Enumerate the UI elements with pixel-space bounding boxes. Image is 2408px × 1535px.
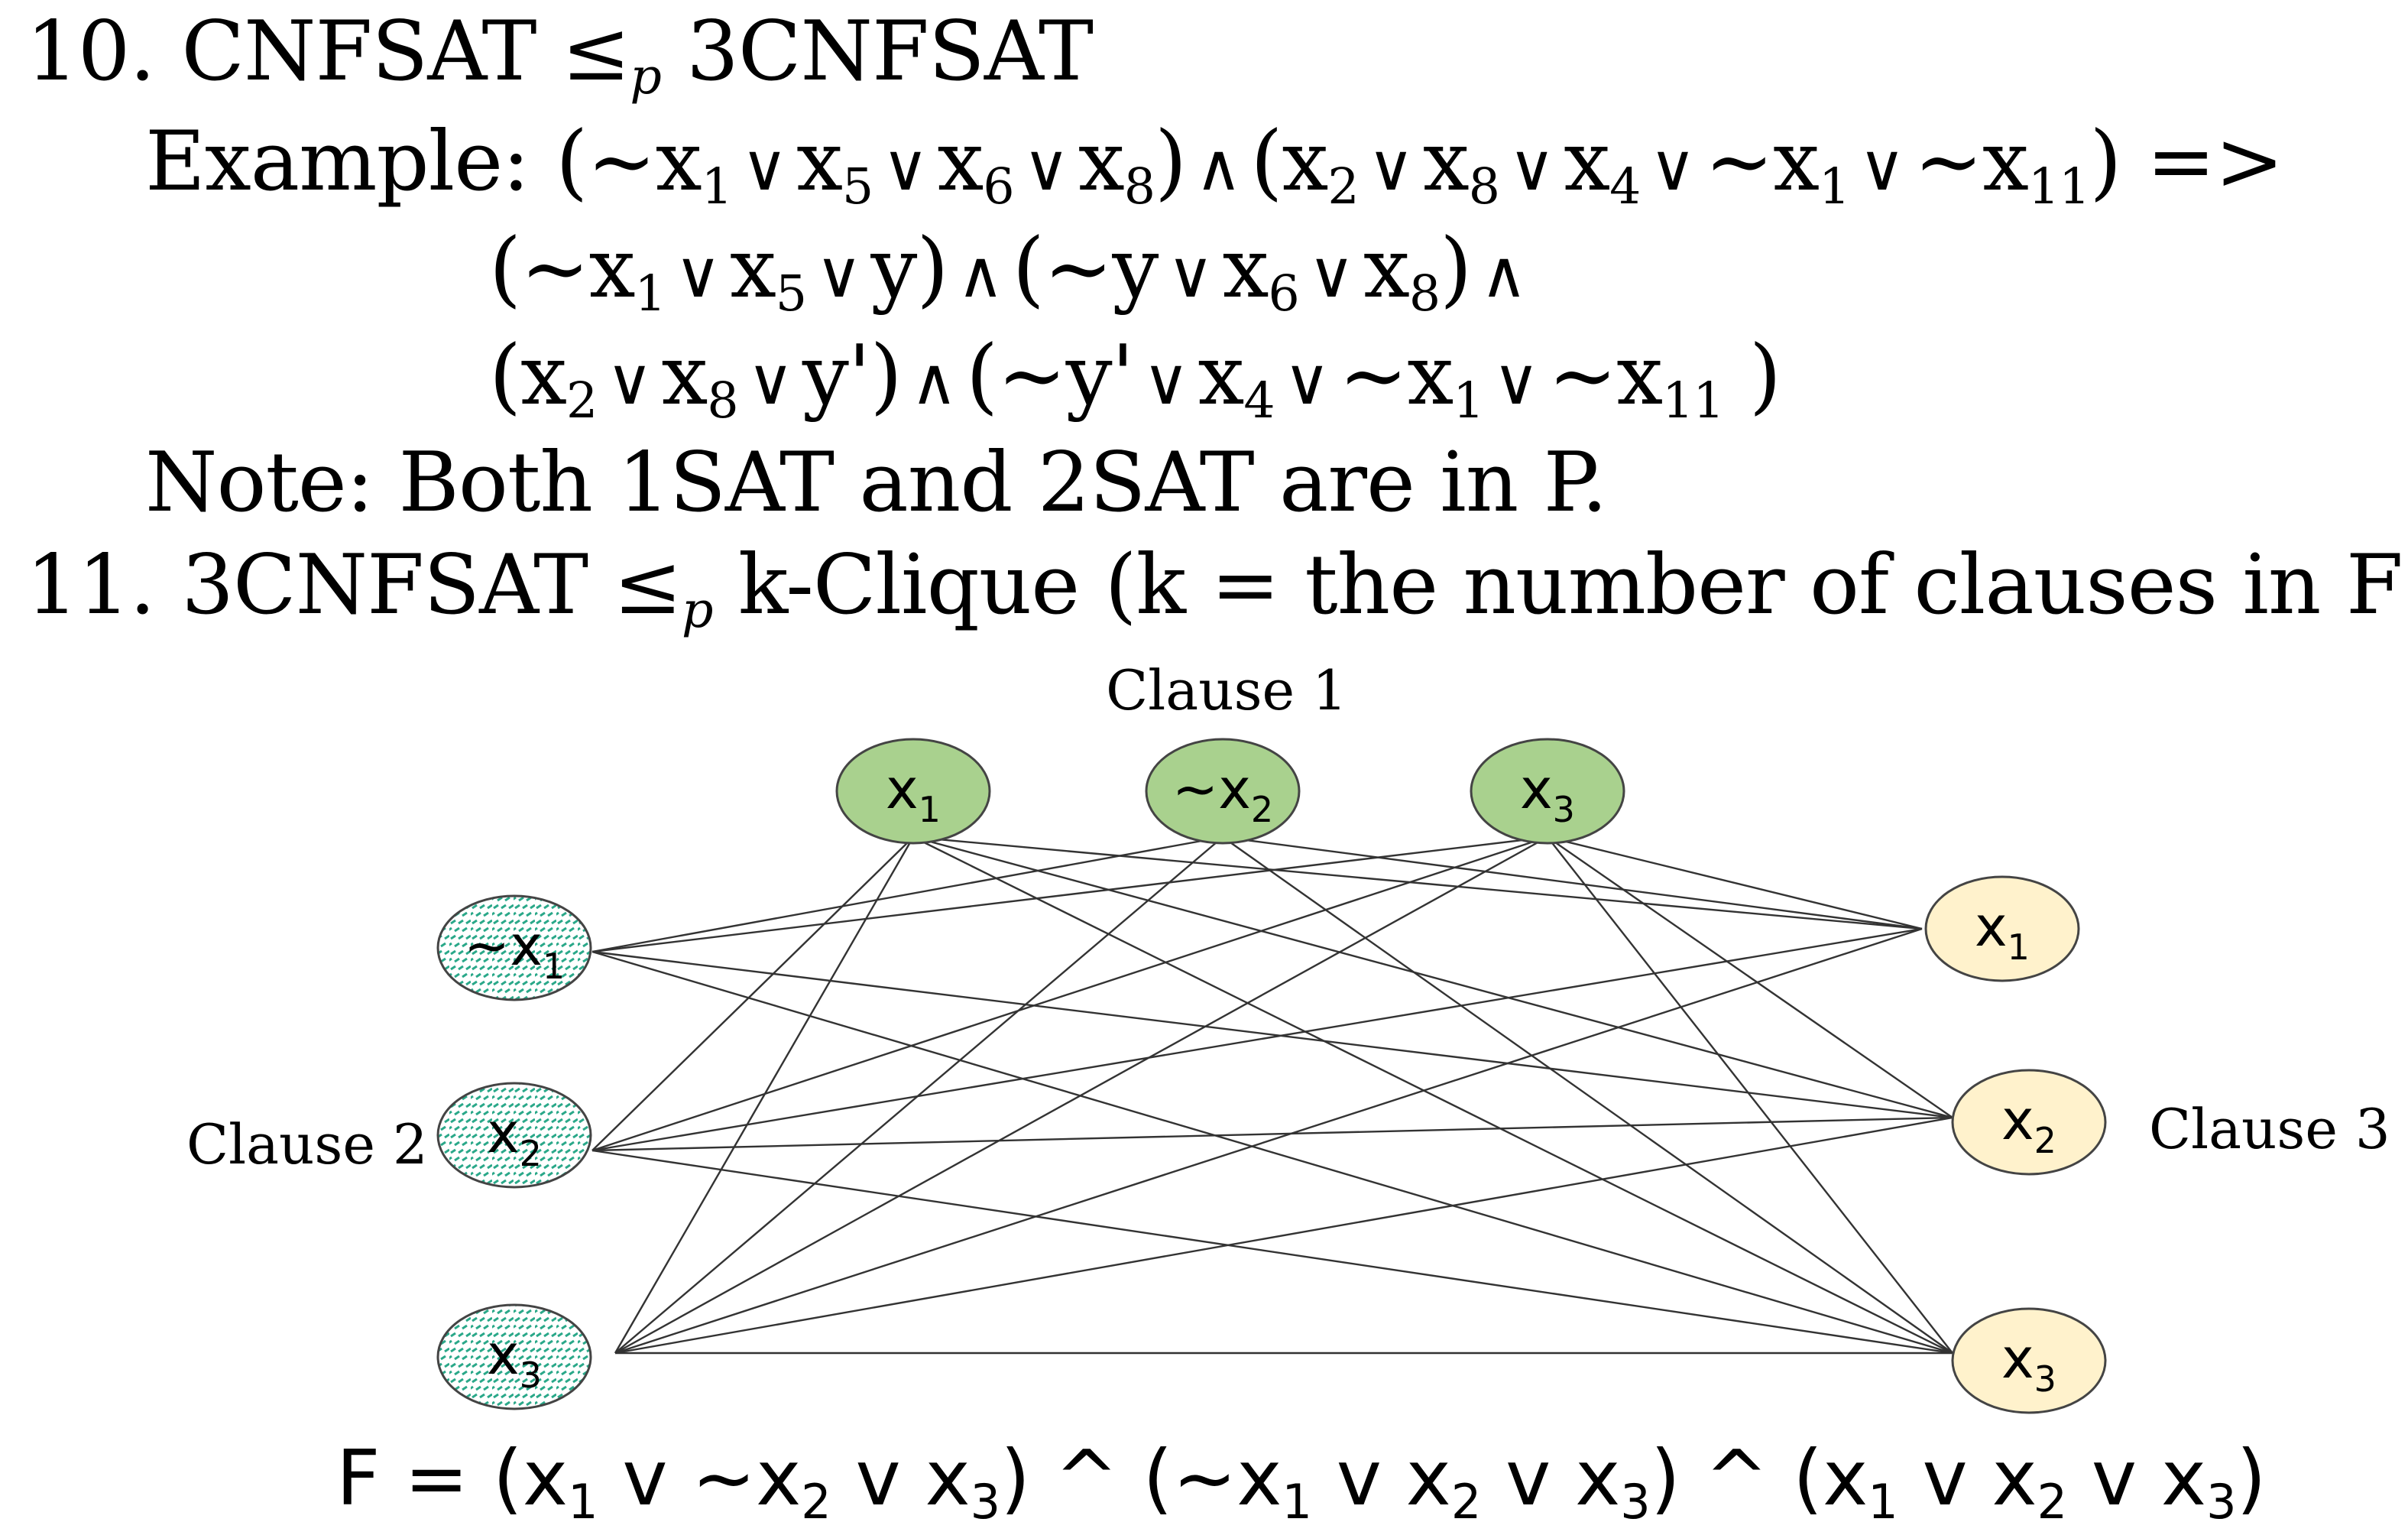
example-formula-original: (~x1∨x5∨x6∨x8)∧(x2∨x8∨x4∨~x1∨~x11) =>: [556, 114, 2284, 216]
node-label: x1: [886, 757, 941, 830]
graph-nodes: x1 ~x2 x3 ~x1 x2 x3 x1 x2 x3: [436, 738, 2107, 1414]
formula-f: F = (x1 v ~x2 v x3) ^ (~x1 v x2 v x3) ^ …: [336, 1433, 2267, 1530]
example-line-1: Example:(~x1∨x5∨x6∨x8)∧(x2∨x8∨x4∨~x1∨~x1…: [145, 121, 2284, 213]
item-11-heading: 11.3CNFSAT ≤p k-Clique (k = the number o…: [26, 544, 2408, 636]
node-label: ~x1: [464, 914, 565, 987]
note-line: Note: Both 1SAT and 2SAT are in P.: [145, 435, 1608, 531]
example-converted-clauses-1: (~x1∨x5∨y)∧(~y∨x6∨x8)∧: [489, 221, 1528, 323]
node-c2-x2: x2: [436, 1082, 592, 1189]
node-ellipse: [436, 1082, 592, 1189]
node-c2-nx1: ~x1: [436, 894, 592, 1001]
edge-c1-x3-c2-x3: [614, 836, 1548, 1355]
edge-c1-x3-c2-nx1: [591, 836, 1548, 953]
node-label: x2: [2001, 1088, 2056, 1161]
edge-c1-x3-c2-x2: [591, 836, 1548, 1152]
edge-c1-x1-c2-x3: [614, 836, 915, 1354]
node-ellipse: [436, 1303, 592, 1410]
clause-1-label: Clause 1: [1106, 658, 1347, 722]
edge-c2-x3-c3-x2: [614, 1116, 1953, 1355]
node-label: ~x2: [1172, 757, 1273, 830]
node-c1-x1: x1: [835, 738, 991, 845]
edge-c2-x3-c3-x1: [614, 927, 1923, 1355]
edge-c1-x1-c3-x2: [912, 836, 1953, 1119]
example-line-3: (x2∨x8∨y')∧(~y'∨x4∨~x1∨~x11 ): [489, 335, 1781, 427]
node-label: x3: [1520, 757, 1575, 830]
node-ellipse: [1145, 738, 1301, 845]
node-c1-nx2: ~x2: [1145, 738, 1301, 845]
edge-c2-nx1-c3-x3: [591, 950, 1953, 1355]
edge-c1-x1-c3-x3: [912, 836, 1953, 1355]
edge-c1-x3-c3-x3: [1547, 836, 1953, 1354]
node-c2-x3: x3: [436, 1303, 592, 1410]
edge-c1-x1-c3-x1: [912, 836, 1923, 930]
node-label: x3: [487, 1322, 542, 1396]
edge-c2-x2-c3-x1: [591, 927, 1923, 1152]
node-c3-x1: x1: [1924, 875, 2080, 982]
edge-c2-x2-c3-x3: [591, 1149, 1953, 1355]
item-11-number: 11.: [26, 537, 156, 633]
edge-c1-nx2-c2-x3: [614, 836, 1223, 1354]
item-10-number: 10.: [26, 4, 156, 99]
item-10-heading: 10.CNFSAT ≤p 3CNFSAT: [26, 11, 1094, 102]
example-converted-clauses-2: (x2∨x8∨y')∧(~y'∨x4∨~x1∨~x11 ): [489, 328, 1781, 430]
edge-c1-nx2-c3-x3: [1222, 836, 1953, 1354]
clause-2-label: Clause 2: [186, 1112, 428, 1176]
item-11-title: 3CNFSAT ≤p k-Clique (k = the number of c…: [181, 537, 2408, 640]
edge-c1-nx2-c3-x1: [1222, 836, 1923, 930]
node-ellipse: [1924, 875, 2080, 982]
node-ellipse: [1470, 738, 1625, 845]
example-line-2: (~x1∨x5∨y)∧(~y∨x6∨x8)∧: [489, 228, 1536, 320]
item-10-title: CNFSAT ≤p 3CNFSAT: [181, 4, 1094, 106]
node-ellipse: [835, 738, 991, 845]
edge-c1-nx2-c2-nx1: [591, 836, 1223, 953]
node-label: x2: [487, 1101, 542, 1174]
node-c3-x3: x3: [1951, 1307, 2107, 1414]
node-label: x3: [2001, 1326, 2056, 1400]
node-ellipse: [1951, 1307, 2107, 1414]
edge-c1-x3-c3-x1: [1547, 836, 1923, 930]
edge-c2-x2-c3-x2: [591, 1116, 1953, 1152]
node-label: x1: [1975, 894, 2030, 968]
graph-edges: [591, 836, 1953, 1355]
edge-c1-x1-c2-x2: [591, 836, 914, 1151]
example-label: Example:: [145, 114, 530, 209]
node-c3-x2: x2: [1951, 1069, 2107, 1176]
edge-c2-nx1-c3-x2: [591, 950, 1953, 1119]
edge-c1-x3-c3-x2: [1547, 836, 1953, 1118]
node-ellipse: [1951, 1069, 2107, 1176]
node-c1-x3: x3: [1470, 738, 1625, 845]
node-ellipse: [436, 894, 592, 1001]
clause-3-label: Clause 3: [2149, 1097, 2390, 1161]
